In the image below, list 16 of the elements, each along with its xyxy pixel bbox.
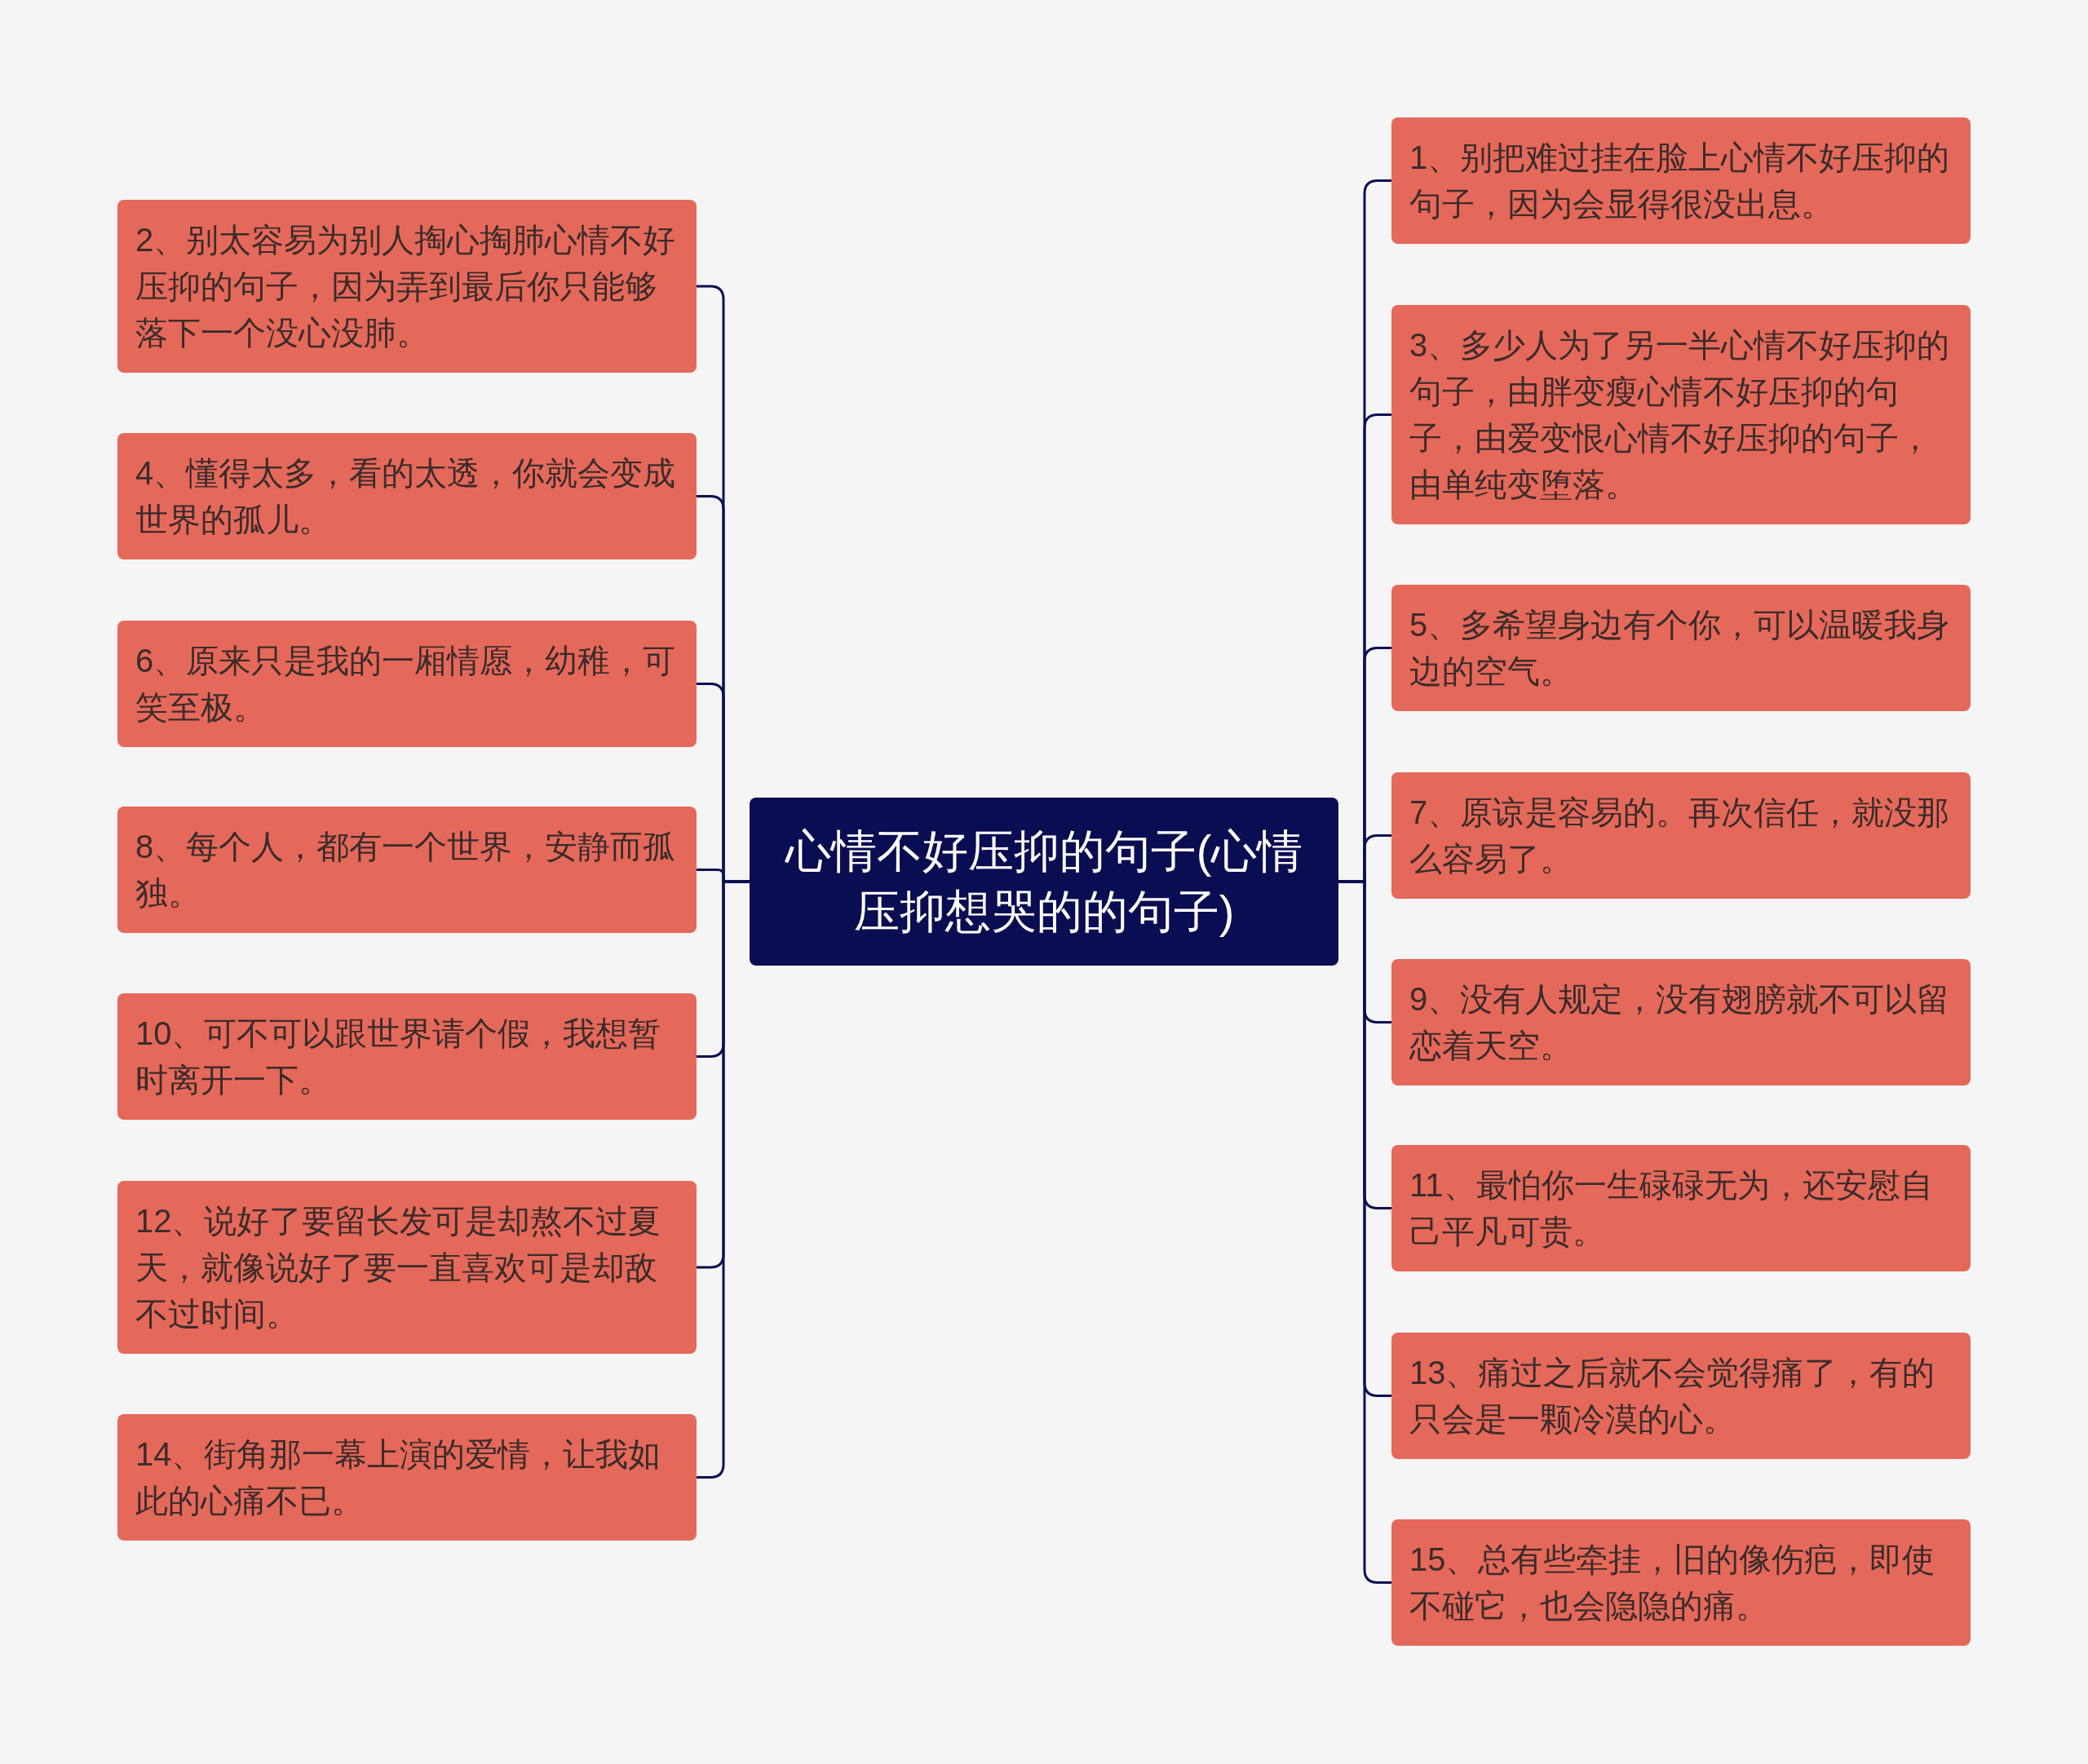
subtopic-box: 9、没有人规定，没有翅膀就不可以留恋着天空。 — [1391, 959, 1971, 1085]
subtopic-box: 14、街角那一幕上演的爱情，让我如此的心痛不已。 — [117, 1414, 697, 1541]
subtopic-box: 13、痛过之后就不会觉得痛了，有的只会是一颗冷漠的心。 — [1391, 1333, 1971, 1459]
subtopic-box: 3、多少人为了另一半心情不好压抑的句子，由胖变瘦心情不好压抑的句子，由爱变恨心情不好压抑的句子，由单纯变堕落。 — [1391, 305, 1971, 524]
subtopic-box: 1、别把难过挂在脸上心情不好压抑的句子，因为会显得很没出息。 — [1391, 117, 1971, 244]
subtopic-box: 5、多希望身边有个你，可以温暖我身边的空气。 — [1391, 585, 1971, 711]
subtopic-box: 15、总有些牵挂，旧的像伤疤，即使不碰它，也会隐隐的痛。 — [1391, 1519, 1971, 1646]
subtopic-box: 10、可不可以跟世界请个假，我想暂时离开一下。 — [117, 993, 697, 1120]
subtopic-box: 7、原谅是容易的。再次信任，就没那么容易了。 — [1391, 772, 1971, 899]
subtopic-box: 11、最怕你一生碌碌无为，还安慰自己平凡可贵。 — [1391, 1145, 1971, 1271]
subtopic-box: 6、原来只是我的一厢情愿，幼稚，可笑至极。 — [117, 621, 697, 747]
topic-box: 心情不好压抑的句子(心情压抑想哭的的句子) — [750, 798, 1338, 966]
subtopic-box: 12、说好了要留长发可是却熬不过夏天，就像说好了要一直喜欢可是却敌不过时间。 — [117, 1181, 697, 1354]
subtopic-box: 8、每个人，都有一个世界，安静而孤独。 — [117, 807, 697, 933]
subtopic-box: 4、懂得太多，看的太透，你就会变成世界的孤儿。 — [117, 433, 697, 559]
subtopic-box: 2、别太容易为别人掏心掏肺心情不好压抑的句子，因为弄到最后你只能够落下一个没心没肺。 — [117, 200, 697, 373]
